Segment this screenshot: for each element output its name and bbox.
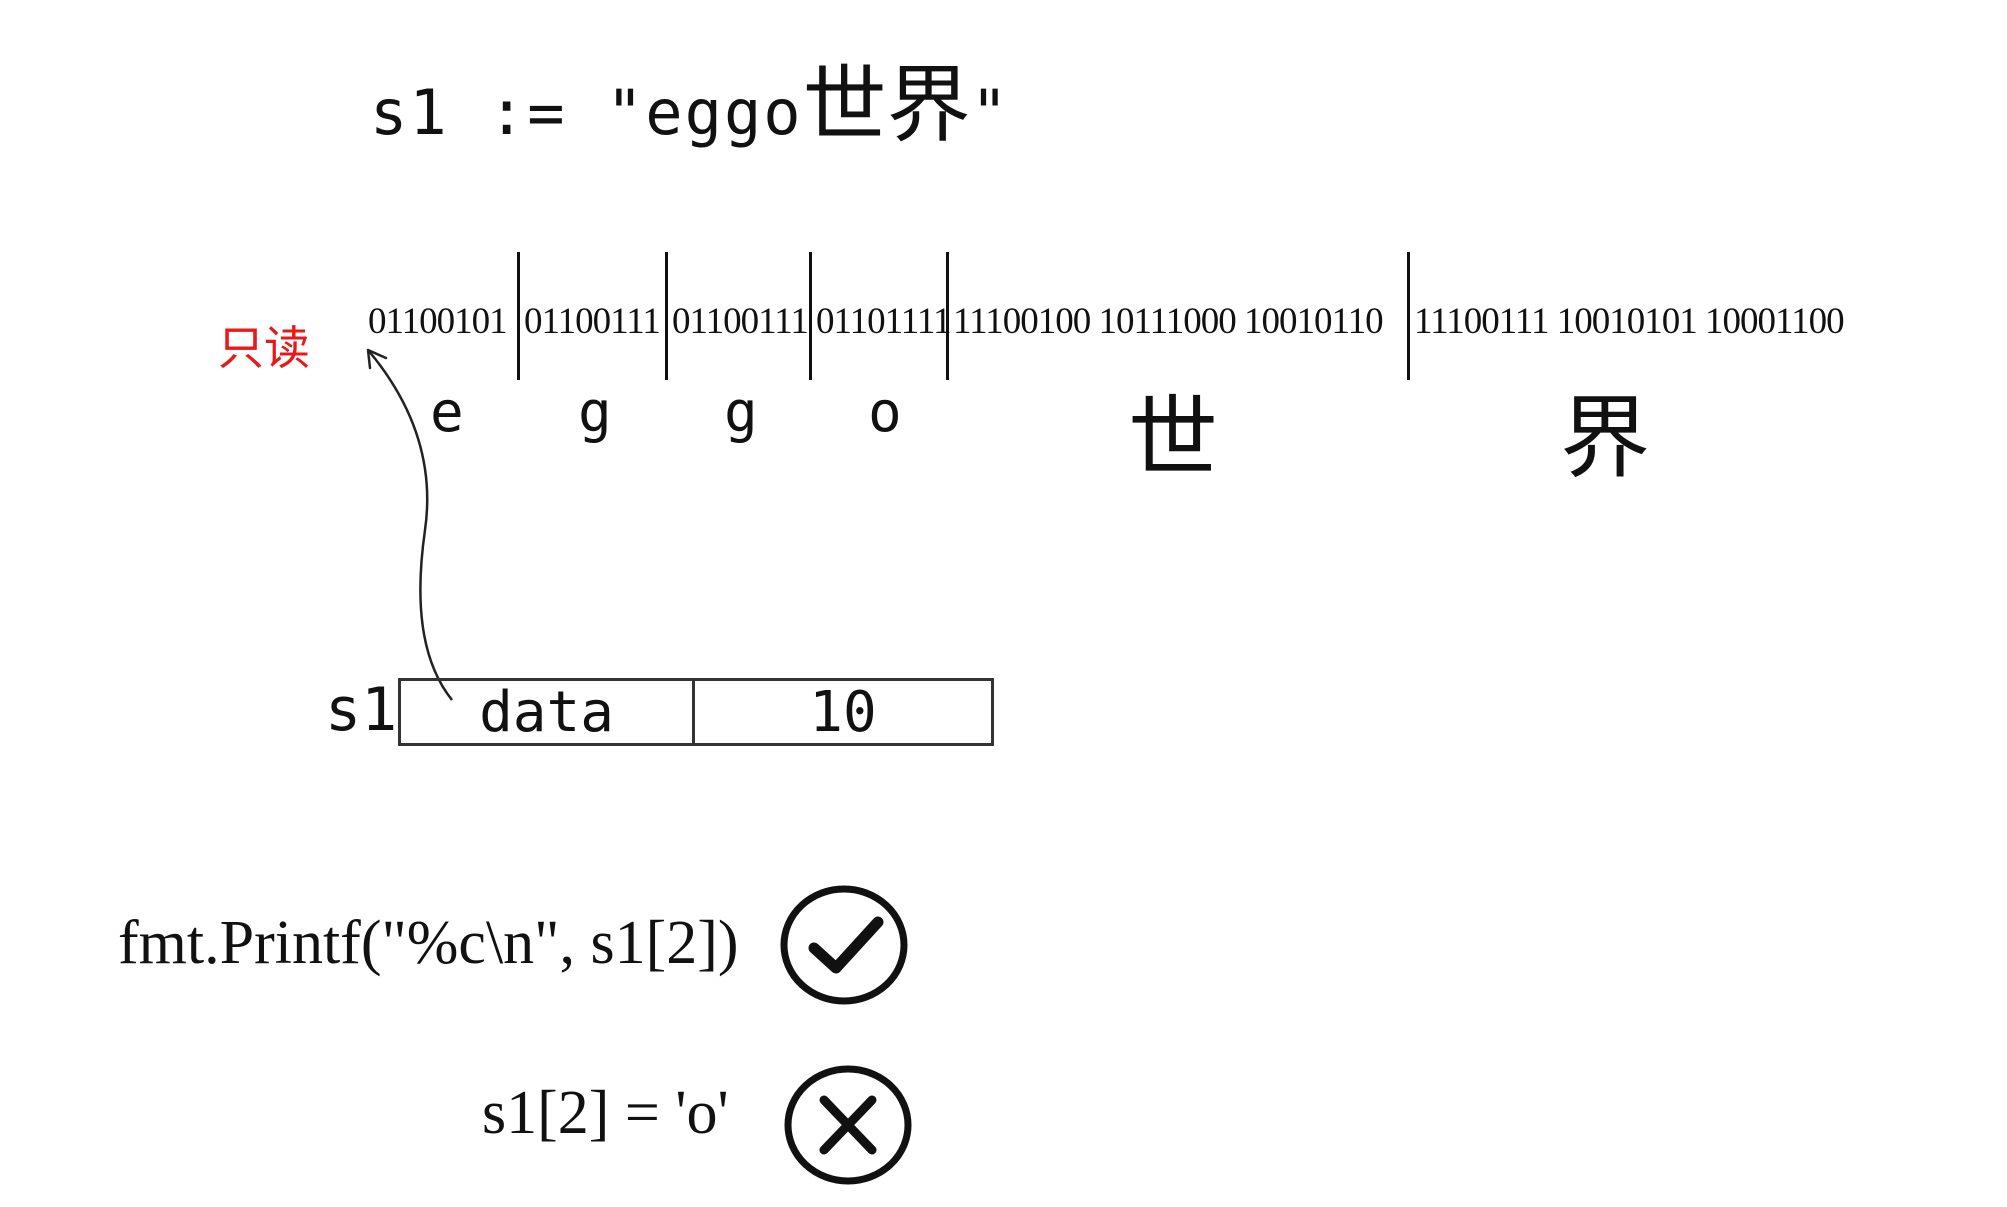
bytes-shi: 11100100 10111000 10010110 bbox=[953, 301, 1384, 342]
bytes-jie: 11100111 10010101 10001100 bbox=[1414, 301, 1845, 342]
byte-divider bbox=[665, 252, 668, 380]
byte-divider bbox=[809, 252, 812, 380]
byte-divider bbox=[946, 252, 949, 380]
struct-len-cell: 10 bbox=[692, 678, 994, 746]
check-icon bbox=[780, 885, 908, 1005]
readonly-label: 只读 bbox=[218, 321, 310, 375]
cross-icon bbox=[784, 1065, 912, 1185]
char-e: e bbox=[430, 380, 464, 445]
byte-e: 01100101 bbox=[368, 301, 508, 342]
byte-divider bbox=[1407, 252, 1410, 380]
byte-g1: 01100111 bbox=[524, 301, 661, 342]
byte-o: 01101111 bbox=[816, 301, 952, 342]
struct-label: s1 bbox=[325, 675, 398, 745]
char-jie: 界 bbox=[1560, 386, 1650, 491]
statement-print: fmt.Printf("%c\n", s1[2]) bbox=[118, 909, 739, 977]
char-o: o bbox=[868, 380, 902, 445]
char-shi: 世 bbox=[1128, 386, 1218, 491]
statement-assign: s1[2] = 'o' bbox=[482, 1079, 729, 1147]
declaration-han: 世界 bbox=[802, 56, 971, 154]
char-g1: g bbox=[578, 380, 612, 445]
byte-g2: 01100111 bbox=[672, 301, 809, 342]
string-declaration: s1 := "eggo世界" bbox=[370, 38, 1010, 159]
struct-data-field: data bbox=[479, 679, 614, 745]
struct-data-cell: data bbox=[398, 678, 695, 746]
struct-len-field: 10 bbox=[809, 679, 877, 745]
char-g2: g bbox=[724, 380, 758, 445]
declaration-prefix: s1 := "eggo bbox=[370, 76, 803, 149]
declaration-suffix: " bbox=[970, 76, 1010, 149]
byte-divider bbox=[517, 252, 520, 380]
